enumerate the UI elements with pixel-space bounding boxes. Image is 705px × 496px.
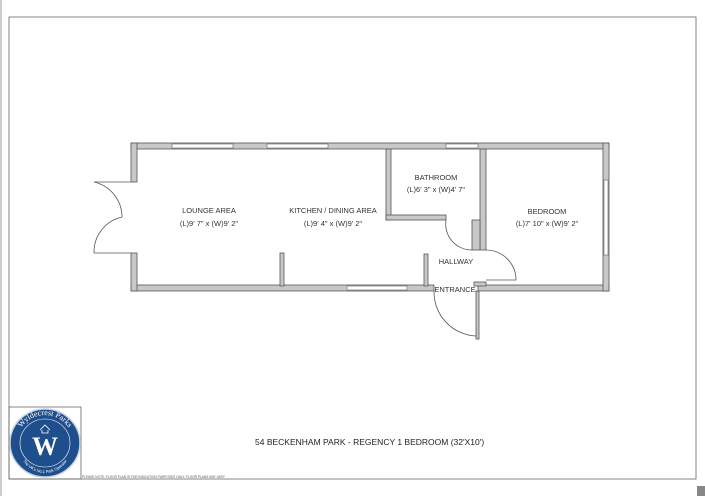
wyldecrest-logo: W Wyldecrest Parks The UK's No.1 Park Op… <box>9 408 81 478</box>
room-name-lounge: LOUNGE AREA <box>182 206 236 215</box>
room-name-bathroom: BATHROOM <box>415 173 458 182</box>
room-size-bedroom: (L)7' 10" x (W)9' 2" <box>516 219 579 228</box>
room-name-hallway: HALLWAY <box>439 257 473 266</box>
svg-text:W: W <box>32 432 58 461</box>
walls <box>130 142 610 340</box>
room-name-kitchen: KITCHEN / DINING AREA <box>289 206 377 215</box>
room-size-bathroom: (L)6' 3" x (W)4' 7" <box>407 185 466 194</box>
room-name-bedroom: BEDROOM <box>528 207 567 216</box>
disclaimer-note: PLEASE NOTE: FLOOR PLAN IS FOR INDICATIO… <box>82 475 226 479</box>
room-name-entrance: ENTRANCE <box>434 285 475 294</box>
page-frame <box>8 16 697 480</box>
room-size-lounge: (L)9' 7" x (W)9' 2" <box>180 219 239 228</box>
corner-marker <box>697 486 705 496</box>
logo-box <box>8 406 82 480</box>
room-size-kitchen: (L)9' 4" x (W)9' 2" <box>304 219 363 228</box>
doors <box>93 181 517 337</box>
plan-title: 54 BECKENHAM PARK - REGENCY 1 BEDROOM (3… <box>255 437 484 447</box>
windows <box>171 143 609 291</box>
